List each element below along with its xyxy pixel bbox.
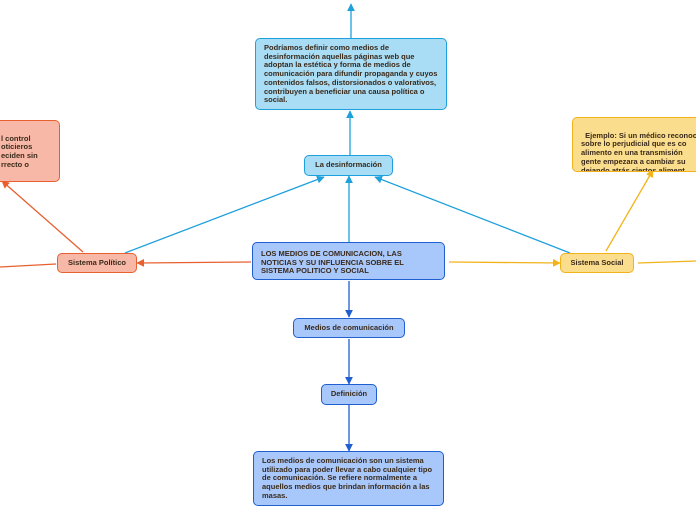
main-topic-label: LOS MEDIOS DE COMUNICACION, LAS NOTICIAS… (261, 249, 404, 276)
definicion-label: Definición (330, 389, 368, 399)
desinformacion-text: Podríamos definir como medios de desinfo… (264, 43, 438, 105)
link-politico-left-out (0, 263, 57, 268)
politico-text-node[interactable]: l control oticieros eciden sin rrecto o (0, 120, 60, 182)
link-main-to-politico (136, 259, 252, 267)
link-politico-to-desinfo (124, 175, 325, 254)
social-text-node[interactable]: Ejemplo: Si un médico reconoc sobre lo p… (572, 117, 696, 172)
desinformacion-text-node[interactable]: Podríamos definir como medios de desinfo… (255, 38, 447, 110)
desinformacion-node[interactable]: La desinformación (304, 155, 393, 176)
link-social-to-text (605, 169, 654, 252)
main-topic-node[interactable]: LOS MEDIOS DE COMUNICACION, LAS NOTICIAS… (252, 242, 445, 280)
link-social-right-out (637, 260, 696, 264)
link-main-to-social (448, 259, 561, 267)
politico-text: l control oticieros eciden sin rrecto o (1, 133, 38, 169)
sistema-politico-node[interactable]: Sistema Político (57, 253, 137, 273)
desinformacion-label: La desinformación (315, 160, 382, 170)
medios-comunicacion-node[interactable]: Medios de comunicación (293, 318, 405, 338)
link-social-to-desinfo (374, 175, 571, 254)
definicion-text-node[interactable]: Los medios de comunicación son un sistem… (253, 451, 444, 506)
social-text: Ejemplo: Si un médico reconoc sobre lo p… (581, 130, 696, 172)
link-politico-to-text (1, 180, 84, 253)
sistema-social-label: Sistema Social (570, 257, 624, 267)
definicion-text: Los medios de comunicación son un sistem… (262, 456, 433, 500)
medios-comunicacion-label: Medios de comunicación (304, 322, 394, 332)
sistema-politico-label: Sistema Político (68, 257, 126, 267)
sistema-social-node[interactable]: Sistema Social (560, 253, 634, 273)
definicion-node[interactable]: Definición (321, 384, 377, 405)
